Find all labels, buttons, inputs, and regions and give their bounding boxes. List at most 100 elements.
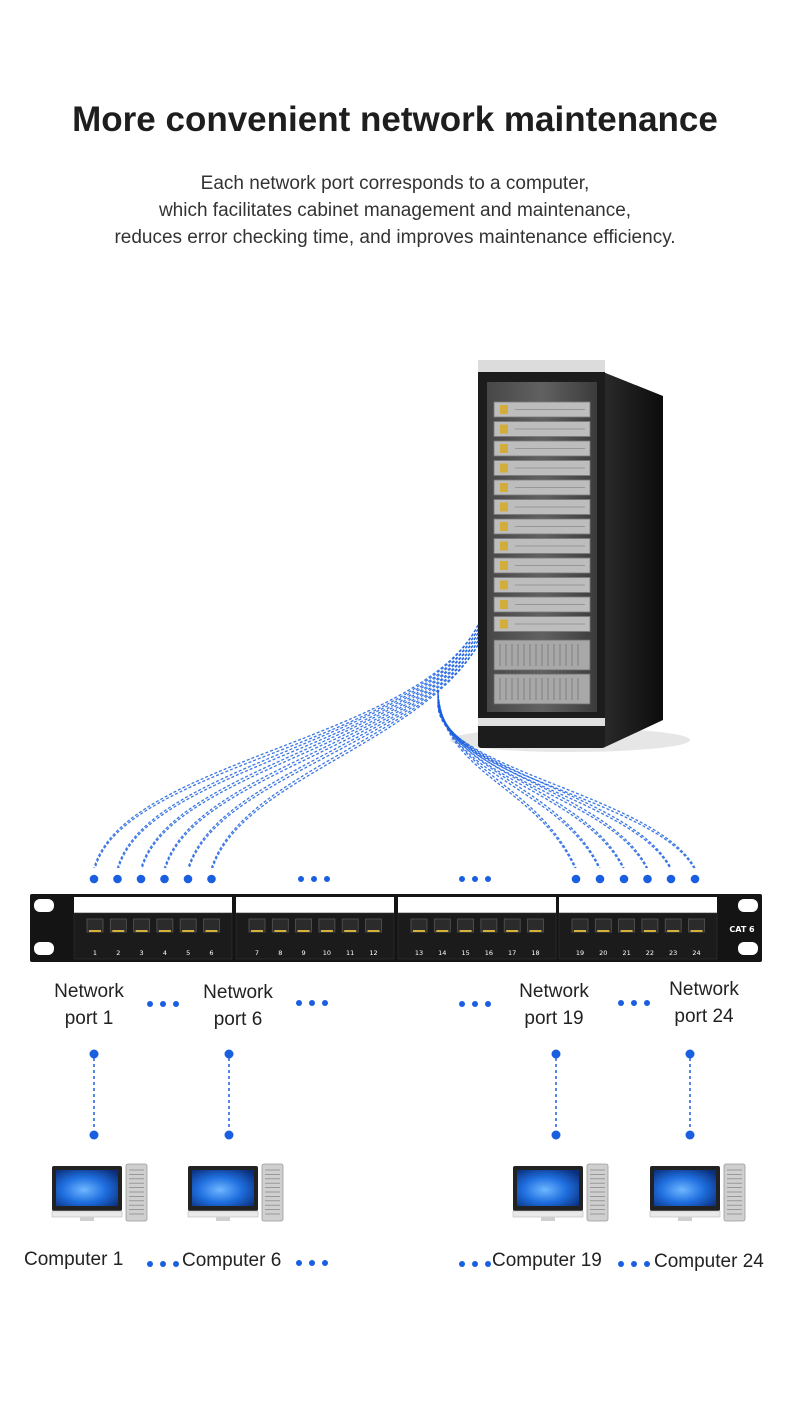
ellipsis-dot — [298, 876, 304, 882]
port-contacts — [643, 930, 656, 932]
port-label-strip — [398, 897, 556, 913]
port-number: 17 — [508, 949, 516, 957]
port-number: 18 — [531, 949, 539, 957]
server-light — [500, 580, 508, 590]
monitor-screen — [517, 1170, 579, 1206]
server-light — [500, 405, 508, 414]
server-light — [500, 619, 508, 629]
connector-dot-bottom — [224, 1130, 234, 1140]
ellipsis-dot — [485, 1261, 491, 1267]
ellipsis-dot — [160, 1261, 166, 1267]
cable-line — [163, 636, 479, 869]
computer-icon — [649, 1163, 746, 1222]
port-contacts — [182, 930, 195, 932]
ellipsis-dot — [644, 1261, 650, 1267]
port-dot — [690, 874, 700, 884]
port-contacts — [529, 930, 542, 932]
cable-line — [437, 698, 647, 869]
ellipsis-dot — [472, 876, 478, 882]
port-dot — [113, 874, 122, 884]
port-contacts — [367, 930, 380, 932]
server-light — [500, 561, 508, 570]
monitor-chin — [512, 1210, 584, 1218]
port-number: 2 — [116, 949, 120, 957]
connector-dot-top — [89, 1049, 99, 1059]
port-contacts — [251, 930, 263, 932]
port-contacts — [597, 930, 610, 932]
port-dot — [160, 874, 169, 884]
cable-line — [116, 628, 479, 869]
cable-line — [210, 644, 479, 869]
port-number: 10 — [323, 949, 331, 957]
port-number: 12 — [369, 949, 377, 957]
port-number: 24 — [692, 949, 700, 957]
monitor-screen — [56, 1170, 118, 1206]
ellipsis-dot — [485, 876, 491, 882]
connector-dot-top — [224, 1049, 234, 1059]
port-number: 4 — [163, 949, 167, 957]
port-contacts — [690, 930, 703, 932]
ellipsis-dot — [618, 1000, 624, 1006]
page-title: More convenient network maintenance — [72, 100, 718, 139]
port-number: 19 — [576, 949, 584, 957]
cable-bundle — [93, 624, 696, 869]
cable-line — [187, 640, 479, 869]
port-number: 7 — [255, 949, 259, 957]
ellipsis-dot — [147, 1261, 153, 1267]
cat6-badge: CAT 6 — [729, 925, 755, 934]
port-dot — [183, 874, 193, 884]
port-contacts — [482, 930, 495, 932]
port-label-strip — [74, 897, 232, 913]
cable-line — [212, 644, 479, 869]
port-contacts — [297, 930, 310, 932]
ellipsis-dot — [173, 1261, 179, 1267]
port-number: 3 — [140, 949, 144, 957]
ellipsis-dot — [485, 1001, 491, 1007]
port-dot — [136, 874, 146, 884]
server-light — [500, 444, 508, 453]
port-contacts — [620, 930, 633, 932]
cable-line — [118, 628, 479, 869]
connector-dot-bottom — [551, 1130, 561, 1140]
monitor-stand — [541, 1217, 555, 1221]
port-contacts — [344, 930, 357, 932]
ellipsis-dot — [324, 876, 330, 882]
computer-label-19: Computer 19 — [492, 1250, 602, 1271]
computer-icon — [512, 1163, 609, 1222]
cable-line — [437, 695, 625, 869]
monitor-screen — [192, 1170, 254, 1206]
tower-case — [586, 1163, 609, 1222]
cable-line — [437, 689, 576, 869]
tower-case — [261, 1163, 284, 1222]
port-contacts — [158, 930, 171, 932]
ellipsis-dot — [631, 1000, 637, 1006]
cable-line — [94, 624, 479, 869]
port-number: 6 — [209, 949, 213, 957]
monitor-chin — [187, 1210, 259, 1218]
ellipsis-dot — [311, 876, 317, 882]
port-dot — [619, 874, 629, 884]
port-number: 14 — [438, 949, 446, 957]
port-contacts — [574, 930, 586, 932]
port-contacts — [89, 930, 101, 932]
ellipsis-dot — [631, 1261, 637, 1267]
cable-line — [165, 636, 479, 869]
port-dot — [595, 874, 605, 884]
port-contacts — [413, 930, 425, 932]
monitor-stand — [678, 1217, 692, 1221]
port-number: 23 — [669, 949, 677, 957]
subtitle-line-3: reduces error checking time, and improve… — [114, 227, 676, 248]
connector-dot-top — [551, 1049, 561, 1059]
ellipsis-dot — [618, 1261, 624, 1267]
monitor-stand — [80, 1217, 94, 1221]
monitor-screen — [654, 1170, 716, 1206]
ellipsis-dot — [472, 1261, 478, 1267]
ellipsis-dot — [296, 1260, 302, 1266]
port-contacts — [274, 930, 287, 932]
port-contacts — [205, 930, 218, 932]
port-number: 13 — [415, 949, 423, 957]
monitor-stand — [216, 1217, 230, 1221]
ellipsis-dot — [309, 1000, 315, 1006]
